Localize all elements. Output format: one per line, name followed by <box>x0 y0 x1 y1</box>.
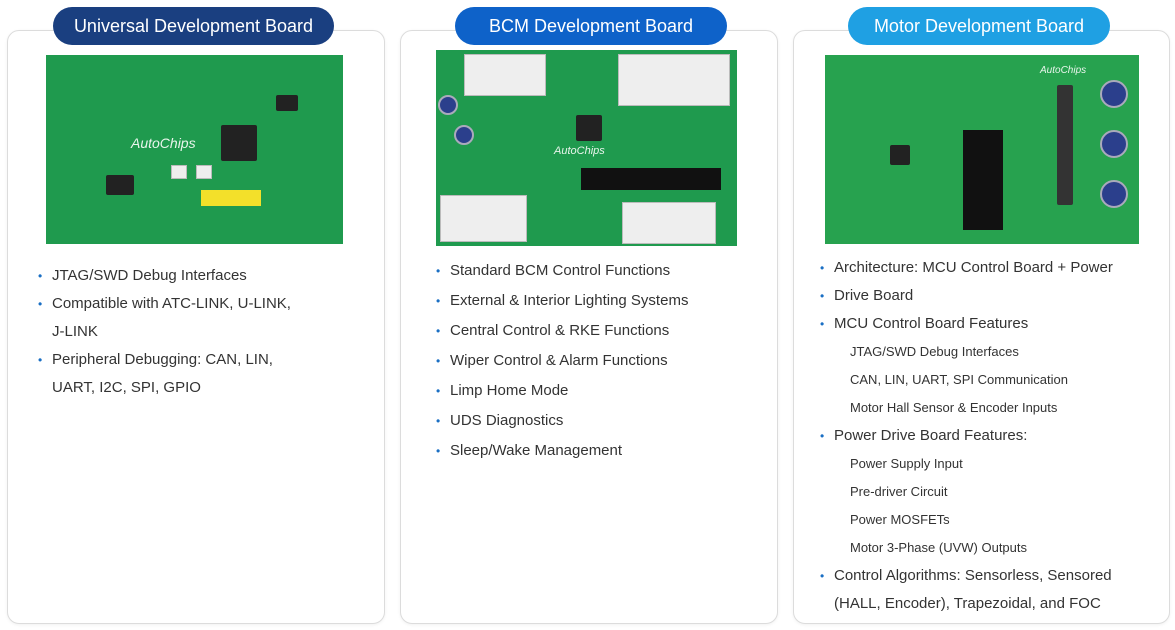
board-logo: AutoChips <box>554 145 605 157</box>
motor-board-title: Motor Development Board <box>848 7 1110 45</box>
feature-item: Control Algorithms: Sensorless, Sensored <box>820 562 1165 590</box>
sub-feature-item: Pre-driver Circuit <box>850 484 948 499</box>
feature-item: Sleep/Wake Management <box>436 436 766 466</box>
bcm-board-image: AutoChips <box>436 50 737 246</box>
bcm-board-title: BCM Development Board <box>455 7 727 45</box>
sub-feature-item: CAN, LIN, UART, SPI Communication <box>850 372 1068 387</box>
feature-item: JTAG/SWD Debug Interfaces <box>38 262 368 290</box>
feature-item-cont: (HALL, Encoder), Trapezoidal, and FOC <box>834 595 1101 612</box>
sub-feature-item: Power MOSFETs <box>850 512 950 527</box>
feature-item: Drive Board <box>820 282 1165 310</box>
feature-item-cont: J-LINK <box>52 323 98 340</box>
feature-item: MCU Control Board Features <box>820 310 1165 338</box>
feature-item: Architecture: MCU Control Board + Power <box>820 254 1165 282</box>
feature-item-cont: UART, I2C, SPI, GPIO <box>52 379 201 396</box>
feature-item: Central Control & RKE Functions <box>436 316 766 346</box>
sub-feature-item: Power Supply Input <box>850 456 963 471</box>
motor-feature-list: Architecture: MCU Control Board + Power … <box>820 254 1165 618</box>
universal-board-image: AutoChips <box>46 55 343 244</box>
feature-item: Peripheral Debugging: CAN, LIN, <box>38 346 368 374</box>
feature-item: Limp Home Mode <box>436 376 766 406</box>
sub-feature-item: JTAG/SWD Debug Interfaces <box>850 344 1019 359</box>
sub-feature-item: Motor Hall Sensor & Encoder Inputs <box>850 400 1058 415</box>
motor-board-image: AutoChips <box>825 55 1139 244</box>
feature-item: Compatible with ATC-LINK, U-LINK, <box>38 290 368 318</box>
board-logo: AutoChips <box>1040 65 1087 76</box>
sub-feature-item: Motor 3-Phase (UVW) Outputs <box>850 540 1027 555</box>
feature-item: Wiper Control & Alarm Functions <box>436 346 766 376</box>
universal-board-title: Universal Development Board <box>53 7 334 45</box>
feature-item: UDS Diagnostics <box>436 406 766 436</box>
bcm-feature-list: Standard BCM Control Functions External … <box>436 256 766 466</box>
universal-feature-list: JTAG/SWD Debug Interfaces Compatible wit… <box>38 262 368 402</box>
feature-item: Standard BCM Control Functions <box>436 256 766 286</box>
feature-item: Power Drive Board Features: <box>820 422 1165 450</box>
feature-item: External & Interior Lighting Systems <box>436 286 766 316</box>
board-logo: AutoChips <box>131 135 196 151</box>
